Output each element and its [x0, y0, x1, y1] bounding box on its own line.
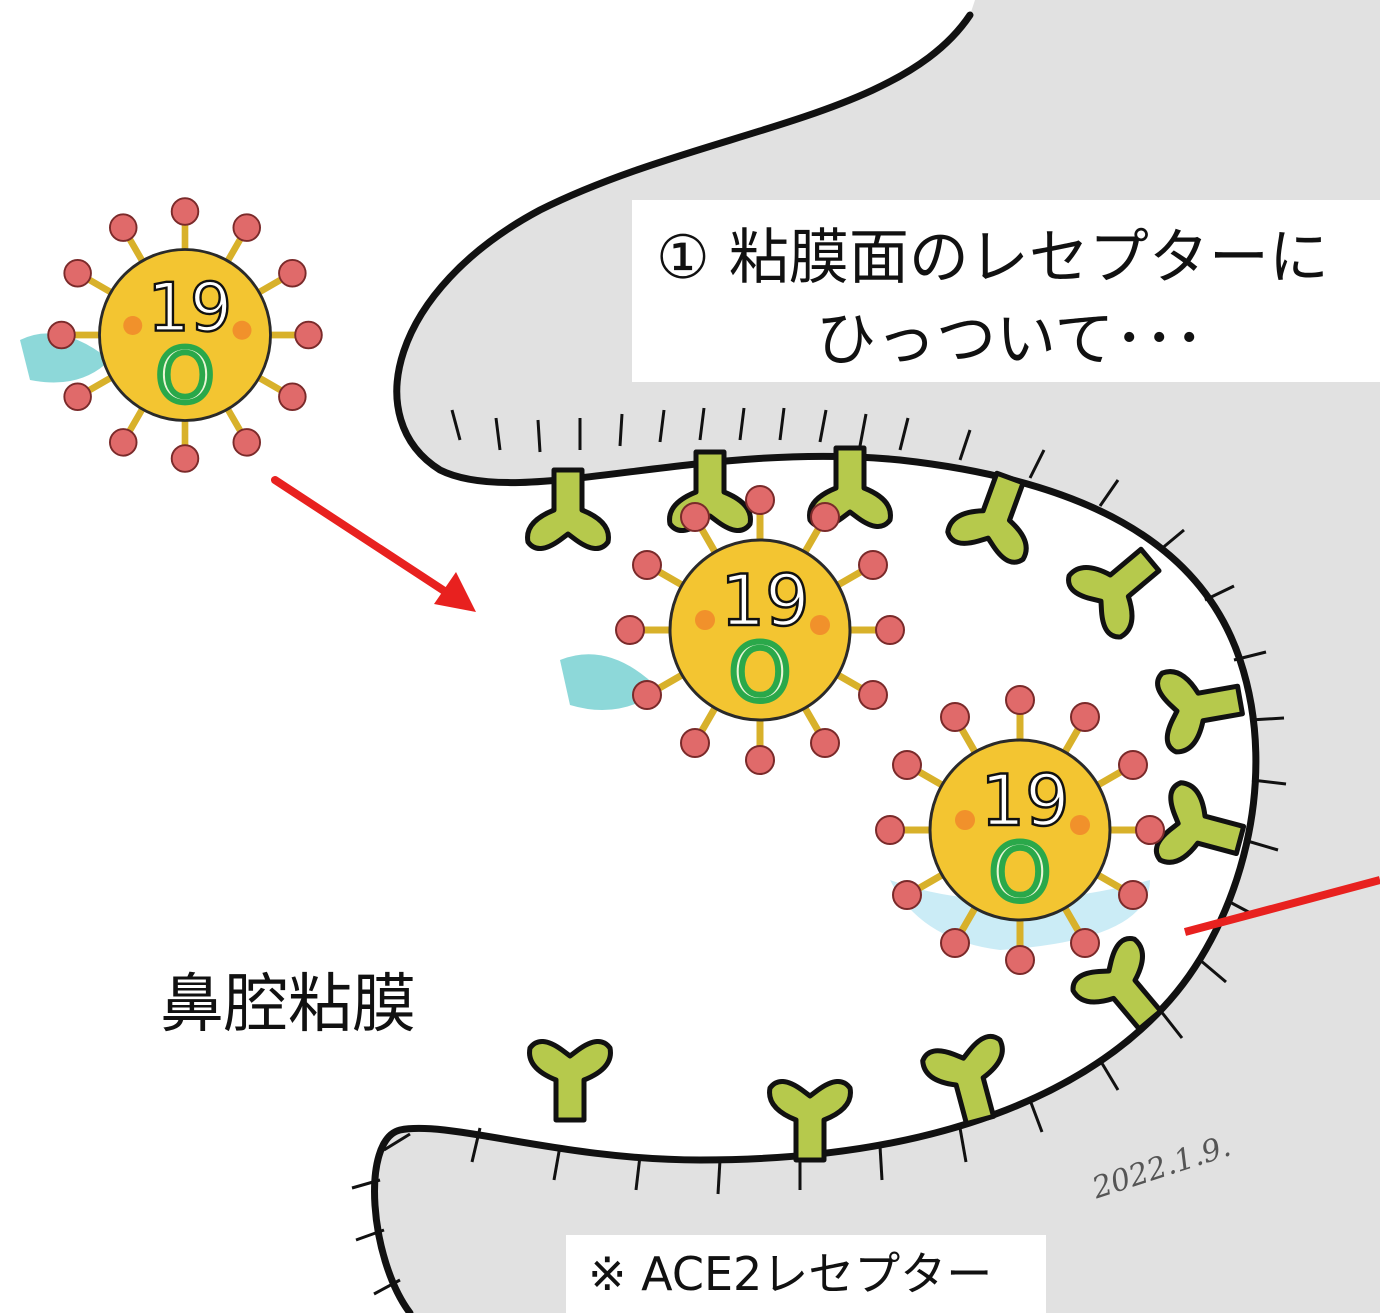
virus-particle: 19 O	[48, 198, 322, 472]
step-caption-line1: ① 粘膜面のレセプターに	[656, 222, 1329, 294]
receptor-note: ※ ACE2レセプター	[566, 1235, 1046, 1313]
svg-text:O: O	[156, 334, 214, 420]
svg-text:O: O	[989, 829, 1050, 919]
nasal-mucosa-label: 鼻腔粘膜	[150, 950, 476, 1060]
receptor	[530, 1041, 611, 1120]
virus-particle: 19 O	[876, 686, 1164, 974]
step-caption-line2: ひっついて･･･	[816, 304, 1204, 376]
mucosa-shading	[375, 0, 1380, 1313]
receptor	[1156, 660, 1247, 753]
arrow-approach	[275, 480, 476, 612]
step-caption: ① 粘膜面のレセプターに ひっついて･･･	[632, 200, 1380, 382]
virus-particle: 19 O	[616, 486, 904, 774]
receptor	[1154, 781, 1251, 880]
svg-text:O: O	[729, 629, 790, 719]
